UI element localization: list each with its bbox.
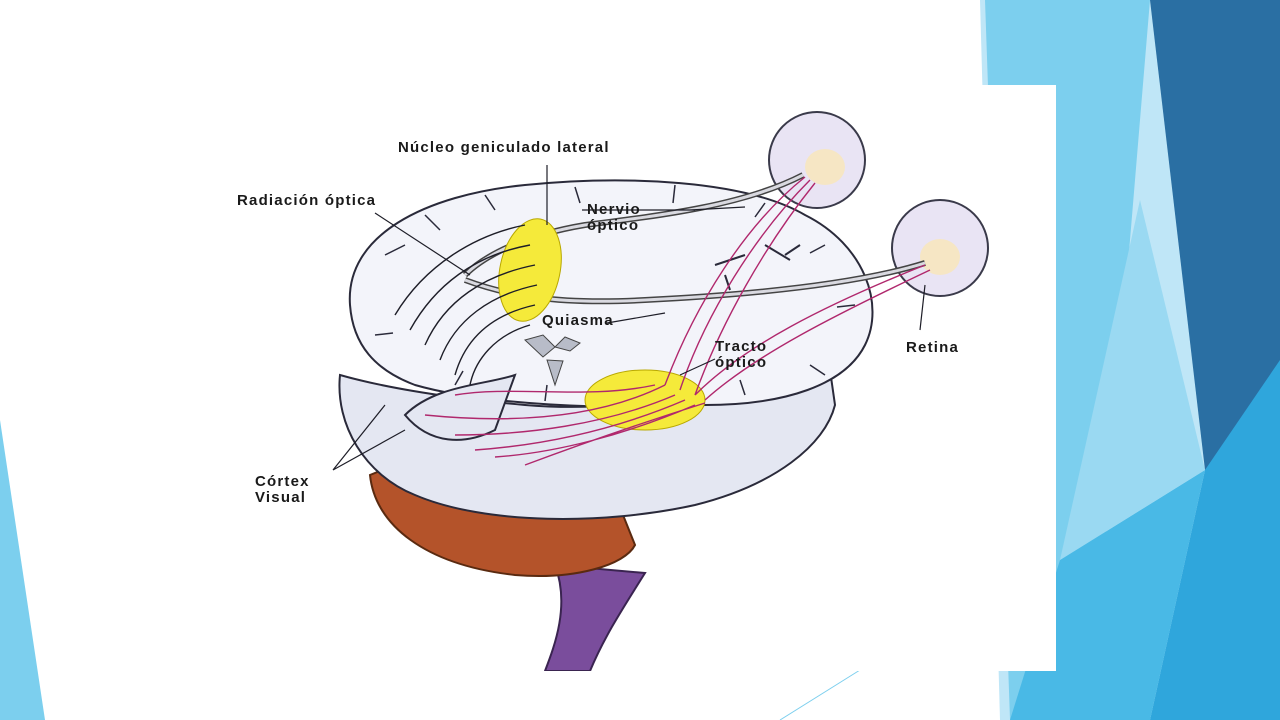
- label-tracto-optico: Tracto óptico: [715, 339, 767, 371]
- lgn-upper: [498, 218, 562, 322]
- brainstem: [543, 563, 647, 671]
- label-nervio-optico-line1: Nervio: [587, 201, 641, 218]
- ventricle: [524, 334, 581, 387]
- optic-radiation-fibers: [394, 224, 538, 386]
- deco-facet-mid2: [1010, 470, 1205, 720]
- figure-panel: Núcleo geniculado lateral Radiación ópti…: [225, 85, 1056, 671]
- label-nervio-optico: Nervio óptico: [587, 202, 641, 234]
- deco-facet-dark: [1150, 0, 1280, 470]
- label-retina: Retina: [906, 339, 960, 356]
- leader-lines: [332, 165, 926, 471]
- label-radiacion-optica: Radiación óptica: [237, 192, 377, 209]
- label-nucleo-geniculado: Núcleo geniculado lateral: [398, 139, 610, 156]
- right-eye-lens: [805, 149, 845, 185]
- label-cortex-visual-line1: Córtex: [255, 473, 310, 490]
- label-nervio-optico-line2: óptico: [587, 217, 640, 234]
- label-quiasma: Quiasma: [542, 312, 614, 329]
- cortex-rim: [338, 332, 837, 520]
- left-eye-lens: [920, 239, 960, 275]
- label-cortex-visual-line2: Visual: [255, 489, 307, 506]
- lgn-lower: [584, 369, 706, 431]
- optic-tract-fibers: [424, 176, 931, 466]
- visual-pathway-illustration: [332, 111, 989, 671]
- label-cortex-visual: Córtex Visual: [255, 474, 310, 506]
- deco-facet-left: [0, 420, 45, 720]
- label-tracto-optico-line2: óptico: [715, 354, 768, 371]
- deco-line: [779, 669, 861, 720]
- label-tracto-optico-line1: Tracto: [715, 338, 768, 355]
- deco-facet-light2: [1060, 200, 1205, 560]
- deco-facet-mid: [1150, 360, 1280, 720]
- optic-nerve-right-inner: [463, 173, 804, 277]
